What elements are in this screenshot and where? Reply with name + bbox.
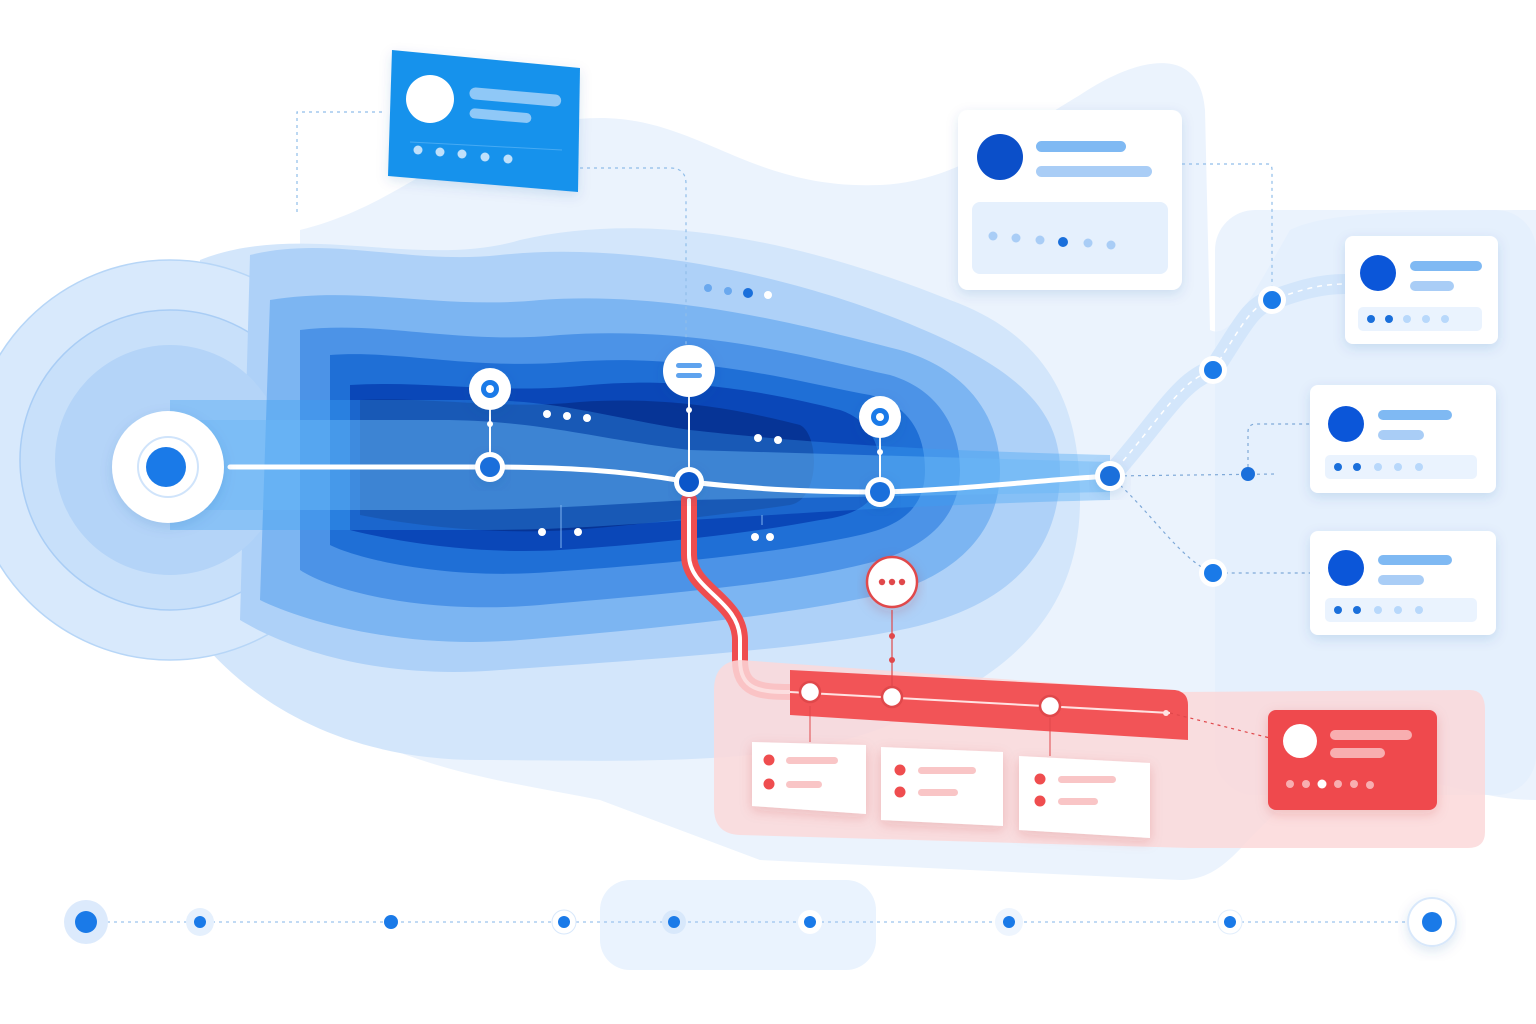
- avatar: [1360, 255, 1396, 291]
- red-mini-card-1[interactable]: [752, 742, 866, 814]
- red-node-2[interactable]: [880, 685, 904, 709]
- timeline-node-4[interactable]: [551, 909, 577, 935]
- branch-node-4[interactable]: [1199, 559, 1227, 587]
- alert-bubble[interactable]: [865, 555, 919, 609]
- red-node-3[interactable]: [1038, 694, 1062, 718]
- callout-bubble-menu[interactable]: [663, 345, 715, 397]
- connectors-top: [296, 111, 772, 360]
- connector: [1182, 163, 1273, 300]
- red-nodes: [809, 610, 1051, 756]
- timeline-highlight: [600, 880, 876, 970]
- timeline-node-5[interactable]: [662, 910, 686, 934]
- card-branch-1[interactable]: [1345, 236, 1498, 344]
- path-node-2[interactable]: [674, 467, 704, 497]
- callout-stems: [487, 392, 883, 480]
- callout-bubble-1[interactable]: [469, 368, 511, 410]
- red-path-end: [1163, 710, 1169, 716]
- card-white-top[interactable]: [958, 110, 1182, 290]
- funnel-bands: [0, 228, 1080, 761]
- red-node-1[interactable]: [798, 680, 822, 704]
- origin-node-icon: [146, 447, 186, 487]
- menu-lines-icon: [676, 363, 702, 378]
- avatar: [1328, 550, 1364, 586]
- inner-dots: [538, 410, 782, 548]
- timeline-node-1[interactable]: [64, 900, 108, 944]
- branch-node-1[interactable]: [1199, 356, 1227, 384]
- timeline-node-3[interactable]: [384, 915, 398, 929]
- alert-dots-icon: [878, 578, 906, 586]
- avatar: [406, 75, 454, 123]
- card-blue-top[interactable]: [388, 50, 580, 192]
- path-node-hub[interactable]: [1095, 461, 1125, 491]
- timeline-node-7[interactable]: [995, 908, 1023, 936]
- path-node-3[interactable]: [865, 477, 895, 507]
- main-path: [227, 464, 1113, 495]
- timeline-node-2[interactable]: [186, 908, 214, 936]
- red-mini-card-2[interactable]: [881, 747, 1003, 826]
- red-mini-card-3[interactable]: [1019, 756, 1150, 838]
- card-branch-3[interactable]: [1310, 531, 1496, 635]
- card-branch-2[interactable]: [1310, 385, 1496, 493]
- callout-bubble-3[interactable]: [859, 396, 901, 438]
- branch-node-2[interactable]: [1258, 286, 1286, 314]
- branch-node-3[interactable]: [1241, 467, 1255, 481]
- avatar: [977, 134, 1023, 180]
- timeline-node-6[interactable]: [798, 910, 822, 934]
- branch-connectors: [1100, 274, 1355, 574]
- timeline-node-8[interactable]: [1217, 909, 1243, 935]
- card-blue-top-content: [406, 75, 563, 164]
- timeline-node-9[interactable]: [1407, 897, 1457, 947]
- path-node-1[interactable]: [475, 452, 505, 482]
- timeline: [86, 880, 1432, 970]
- card-red-target[interactable]: [1268, 710, 1437, 810]
- avatar: [1328, 406, 1364, 442]
- source-node[interactable]: [112, 411, 224, 523]
- avatar: [1283, 724, 1317, 758]
